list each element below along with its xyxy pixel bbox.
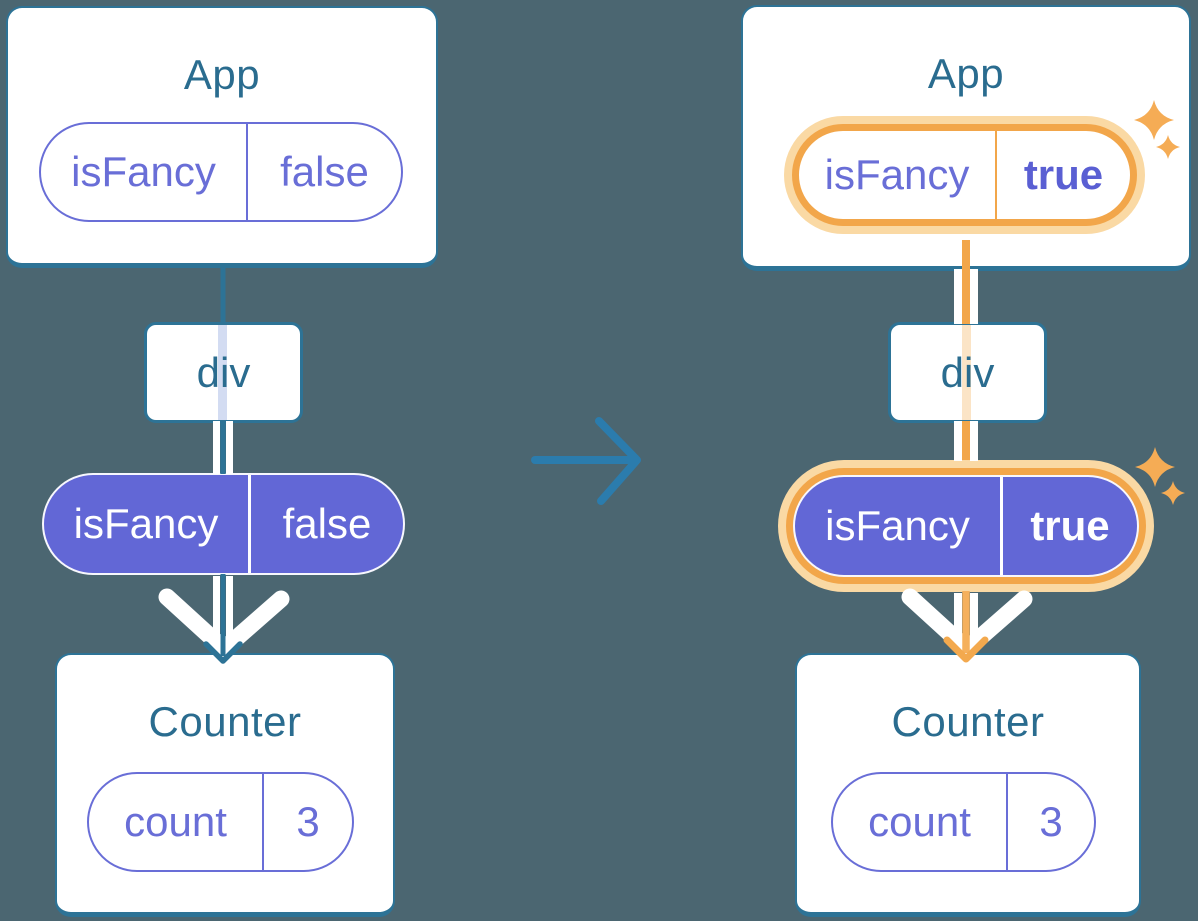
div-title: div (940, 348, 995, 396)
prop-value: true (1030, 502, 1110, 549)
div-node-after: div (888, 322, 1047, 423)
pill-divider (248, 475, 251, 573)
prop-name: isFancy (824, 151, 970, 198)
pill-divider (246, 124, 248, 220)
flow-chevron-icon (158, 588, 290, 658)
app-prop-pill: isFancy false (39, 122, 403, 222)
prop-value: false (280, 148, 369, 195)
counter-card-before: Counter count 3 (55, 653, 395, 917)
passed-prop-pill-before: isFancy false (42, 473, 405, 575)
prop-name: isFancy (825, 502, 970, 549)
pill-divider (262, 774, 264, 870)
prop-name: isFancy (71, 148, 216, 195)
div-node-before: div (144, 322, 303, 423)
sparkle-icon (1135, 447, 1185, 505)
wire-after (901, 240, 1033, 663)
prop-flow-stripe (218, 325, 227, 420)
app-prop-pill-highlighted: isFancy true (792, 124, 1137, 226)
transition-arrow-icon (531, 417, 641, 505)
prop-flow-stripe (962, 325, 971, 420)
app-title: App (183, 51, 261, 98)
passed-prop-pill-after-highlighted: isFancy true (793, 475, 1139, 577)
counter-state-pill: count 3 (87, 772, 354, 872)
state-name: count (868, 798, 971, 845)
flow-chevron-icon (901, 588, 1033, 658)
prop-value: true (1023, 151, 1104, 198)
pill-divider (995, 131, 997, 219)
state-name: count (124, 798, 227, 845)
state-value: 3 (296, 798, 320, 845)
prop-value: false (282, 500, 372, 547)
pill-divider (1006, 774, 1008, 870)
div-title: div (196, 348, 251, 396)
app-card-before: App isFancy false (6, 6, 438, 268)
prop-name: isFancy (73, 500, 219, 547)
counter-state-pill: count 3 (831, 772, 1096, 872)
pill-divider (1000, 477, 1003, 575)
state-value: 3 (1039, 798, 1063, 845)
counter-title: Counter (891, 698, 1045, 745)
app-card-after: App isFancy true (741, 5, 1191, 271)
counter-title: Counter (148, 698, 302, 745)
counter-card-after: Counter count 3 (795, 653, 1141, 917)
app-title: App (927, 50, 1005, 97)
